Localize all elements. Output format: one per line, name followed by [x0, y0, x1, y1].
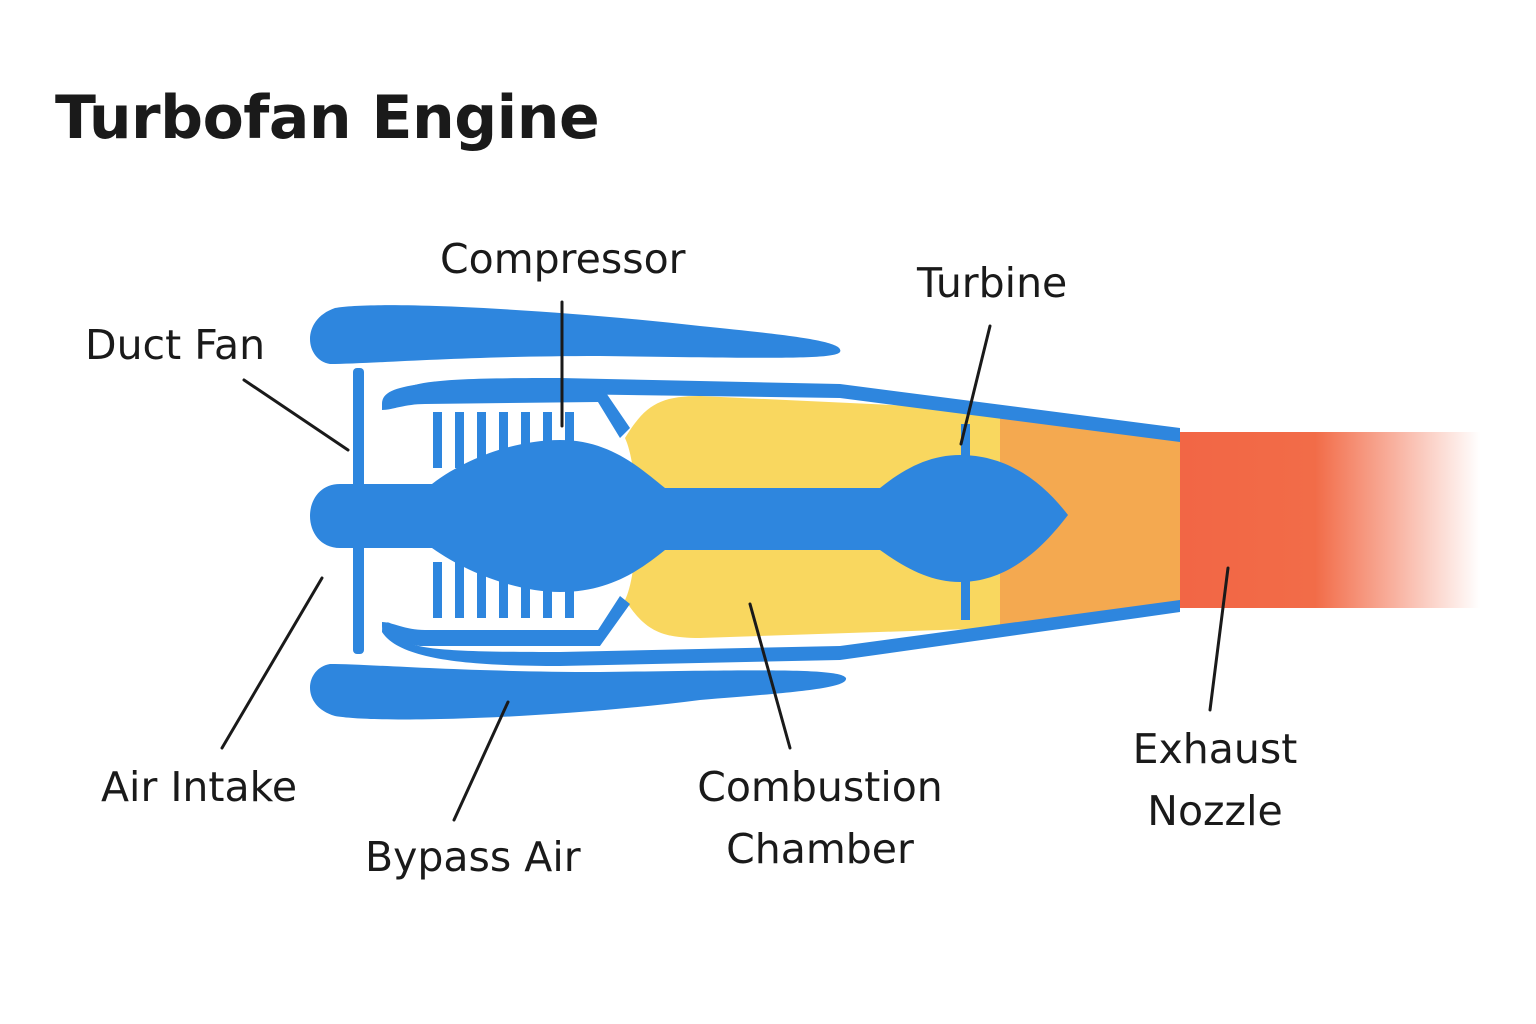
page-title: Turbofan Engine	[55, 83, 600, 153]
leader-bypass-air	[452, 700, 510, 822]
label-combustion-chamber: Combustion Chamber	[690, 756, 950, 880]
nacelle-top	[310, 305, 841, 364]
leader-turbine	[959, 324, 992, 446]
label-combustion-line1: Combustion	[697, 763, 943, 811]
leader-exhaust	[1208, 566, 1230, 712]
label-compressor: Compressor	[440, 235, 686, 283]
leader-duct-fan	[242, 378, 350, 452]
label-exhaust-line2: Nozzle	[1147, 787, 1283, 835]
leader-combustion	[748, 602, 792, 750]
engine-shaft	[310, 440, 1068, 592]
label-bypass-air: Bypass Air	[365, 833, 581, 881]
leader-lines	[220, 300, 1230, 822]
label-duct-fan: Duct Fan	[85, 321, 266, 369]
leader-air-intake	[220, 576, 324, 750]
nacelle-bottom	[310, 664, 847, 720]
label-turbine: Turbine	[917, 259, 1068, 307]
label-exhaust-line1: Exhaust	[1132, 725, 1298, 773]
label-combustion-line2: Chamber	[726, 825, 914, 873]
compressor-casing-top	[382, 384, 630, 438]
label-air-intake: Air Intake	[101, 763, 298, 811]
label-exhaust-nozzle: Exhaust Nozzle	[1120, 718, 1310, 842]
core-casing-lower	[382, 600, 1180, 666]
compressor-casing-bottom	[382, 596, 630, 646]
turbine-section	[1000, 410, 1180, 628]
exhaust-plume	[1180, 432, 1480, 608]
